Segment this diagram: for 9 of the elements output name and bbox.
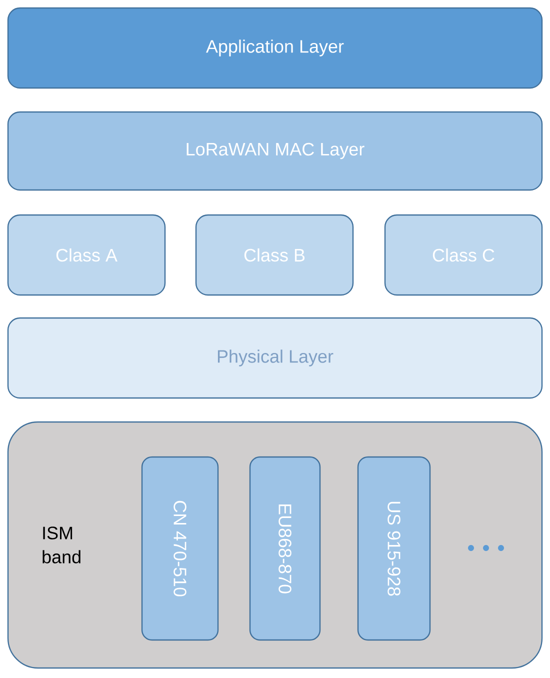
frequency-box: CN 470-510 [141, 456, 219, 641]
frequency-box: EU868-870 [249, 456, 321, 641]
class-box: Class C [384, 214, 543, 296]
layer-box: LoRaWAN MAC Layer [7, 111, 543, 191]
layer-box: Physical Layer [7, 317, 543, 399]
class-box: Class A [7, 214, 166, 296]
frequency-box: US 915-928 [357, 456, 431, 641]
class-box: Class B [195, 214, 354, 296]
layer-box: Application Layer [7, 7, 543, 89]
